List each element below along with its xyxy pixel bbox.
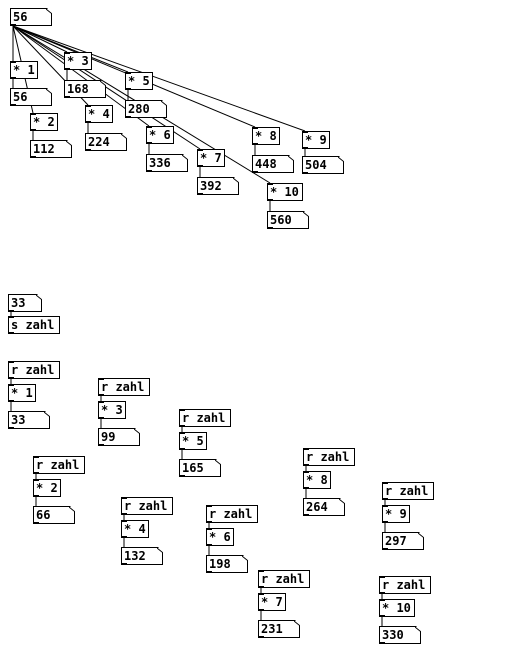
- receive-object-7[interactable]: r zahl: [258, 570, 310, 588]
- receive-object-10[interactable]: r zahl: [379, 576, 431, 594]
- multiply-object-s1-2[interactable]: * 2: [30, 113, 58, 131]
- number-box-s2-5[interactable]: 165: [179, 459, 221, 477]
- number-box-s2-2[interactable]: 66: [33, 506, 75, 524]
- multiply-object-s1-9[interactable]: * 9: [302, 131, 330, 149]
- number-box-source-56[interactable]: 56: [10, 8, 52, 26]
- number-box-s2-7[interactable]: 231: [258, 620, 300, 638]
- number-box-s1-9[interactable]: 504: [302, 156, 344, 174]
- multiply-object-s2-2[interactable]: * 2: [33, 479, 61, 497]
- number-box-s1-5[interactable]: 280: [125, 100, 167, 118]
- number-box-s2-4[interactable]: 132: [121, 547, 163, 565]
- receive-object-6[interactable]: r zahl: [206, 505, 258, 523]
- number-box-s1-6[interactable]: 336: [146, 154, 188, 172]
- number-box-s2-10[interactable]: 330: [379, 626, 421, 644]
- multiply-object-s1-1[interactable]: * 1: [10, 61, 38, 79]
- multiply-object-s1-7[interactable]: * 7: [197, 149, 225, 167]
- number-box-s2-1[interactable]: 33: [8, 411, 50, 429]
- multiply-object-s2-9[interactable]: * 9: [382, 505, 410, 523]
- multiply-object-s1-3[interactable]: * 3: [64, 52, 92, 70]
- multiply-object-s2-8[interactable]: * 8: [303, 471, 331, 489]
- number-box-s1-1[interactable]: 56: [10, 88, 52, 106]
- number-box-s1-2[interactable]: 112: [30, 140, 72, 158]
- number-box-s1-8[interactable]: 448: [252, 155, 294, 173]
- multiply-object-s2-10[interactable]: * 10: [379, 599, 415, 617]
- receive-object-8[interactable]: r zahl: [303, 448, 355, 466]
- multiply-object-s1-4[interactable]: * 4: [85, 105, 113, 123]
- number-box-s2-3[interactable]: 99: [98, 428, 140, 446]
- number-box-s2-6[interactable]: 198: [206, 555, 248, 573]
- patch-cord[interactable]: [12, 25, 68, 53]
- receive-object-3[interactable]: r zahl: [98, 378, 150, 396]
- multiply-object-s2-6[interactable]: * 6: [206, 528, 234, 546]
- multiply-object-s2-4[interactable]: * 4: [121, 520, 149, 538]
- multiply-object-s1-6[interactable]: * 6: [146, 126, 174, 144]
- multiply-object-s2-3[interactable]: * 3: [98, 401, 126, 419]
- multiply-object-s2-1[interactable]: * 1: [8, 384, 36, 402]
- receive-object-4[interactable]: r zahl: [121, 497, 173, 515]
- receive-object-1[interactable]: r zahl: [8, 361, 60, 379]
- multiply-object-s1-5[interactable]: * 5: [125, 72, 153, 90]
- number-box-s1-4[interactable]: 224: [85, 133, 127, 151]
- receive-object-5[interactable]: r zahl: [179, 409, 231, 427]
- receive-object-9[interactable]: r zahl: [382, 482, 434, 500]
- number-box-s2-9[interactable]: 297: [382, 532, 424, 550]
- multiply-object-s2-7[interactable]: * 7: [258, 593, 286, 611]
- number-box-s1-3[interactable]: 168: [64, 80, 106, 98]
- number-box-s2-8[interactable]: 264: [303, 498, 345, 516]
- number-box-s1-7[interactable]: 392: [197, 177, 239, 195]
- multiply-object-s1-10[interactable]: * 10: [267, 183, 303, 201]
- number-box-source-33[interactable]: 33: [8, 294, 42, 312]
- number-box-s1-10[interactable]: 560: [267, 211, 309, 229]
- multiply-object-s1-8[interactable]: * 8: [252, 127, 280, 145]
- patch-cord[interactable]: [12, 25, 306, 132]
- receive-object-2[interactable]: r zahl: [33, 456, 85, 474]
- send-object-zahl[interactable]: s zahl: [8, 316, 60, 334]
- multiply-object-s2-5[interactable]: * 5: [179, 432, 207, 450]
